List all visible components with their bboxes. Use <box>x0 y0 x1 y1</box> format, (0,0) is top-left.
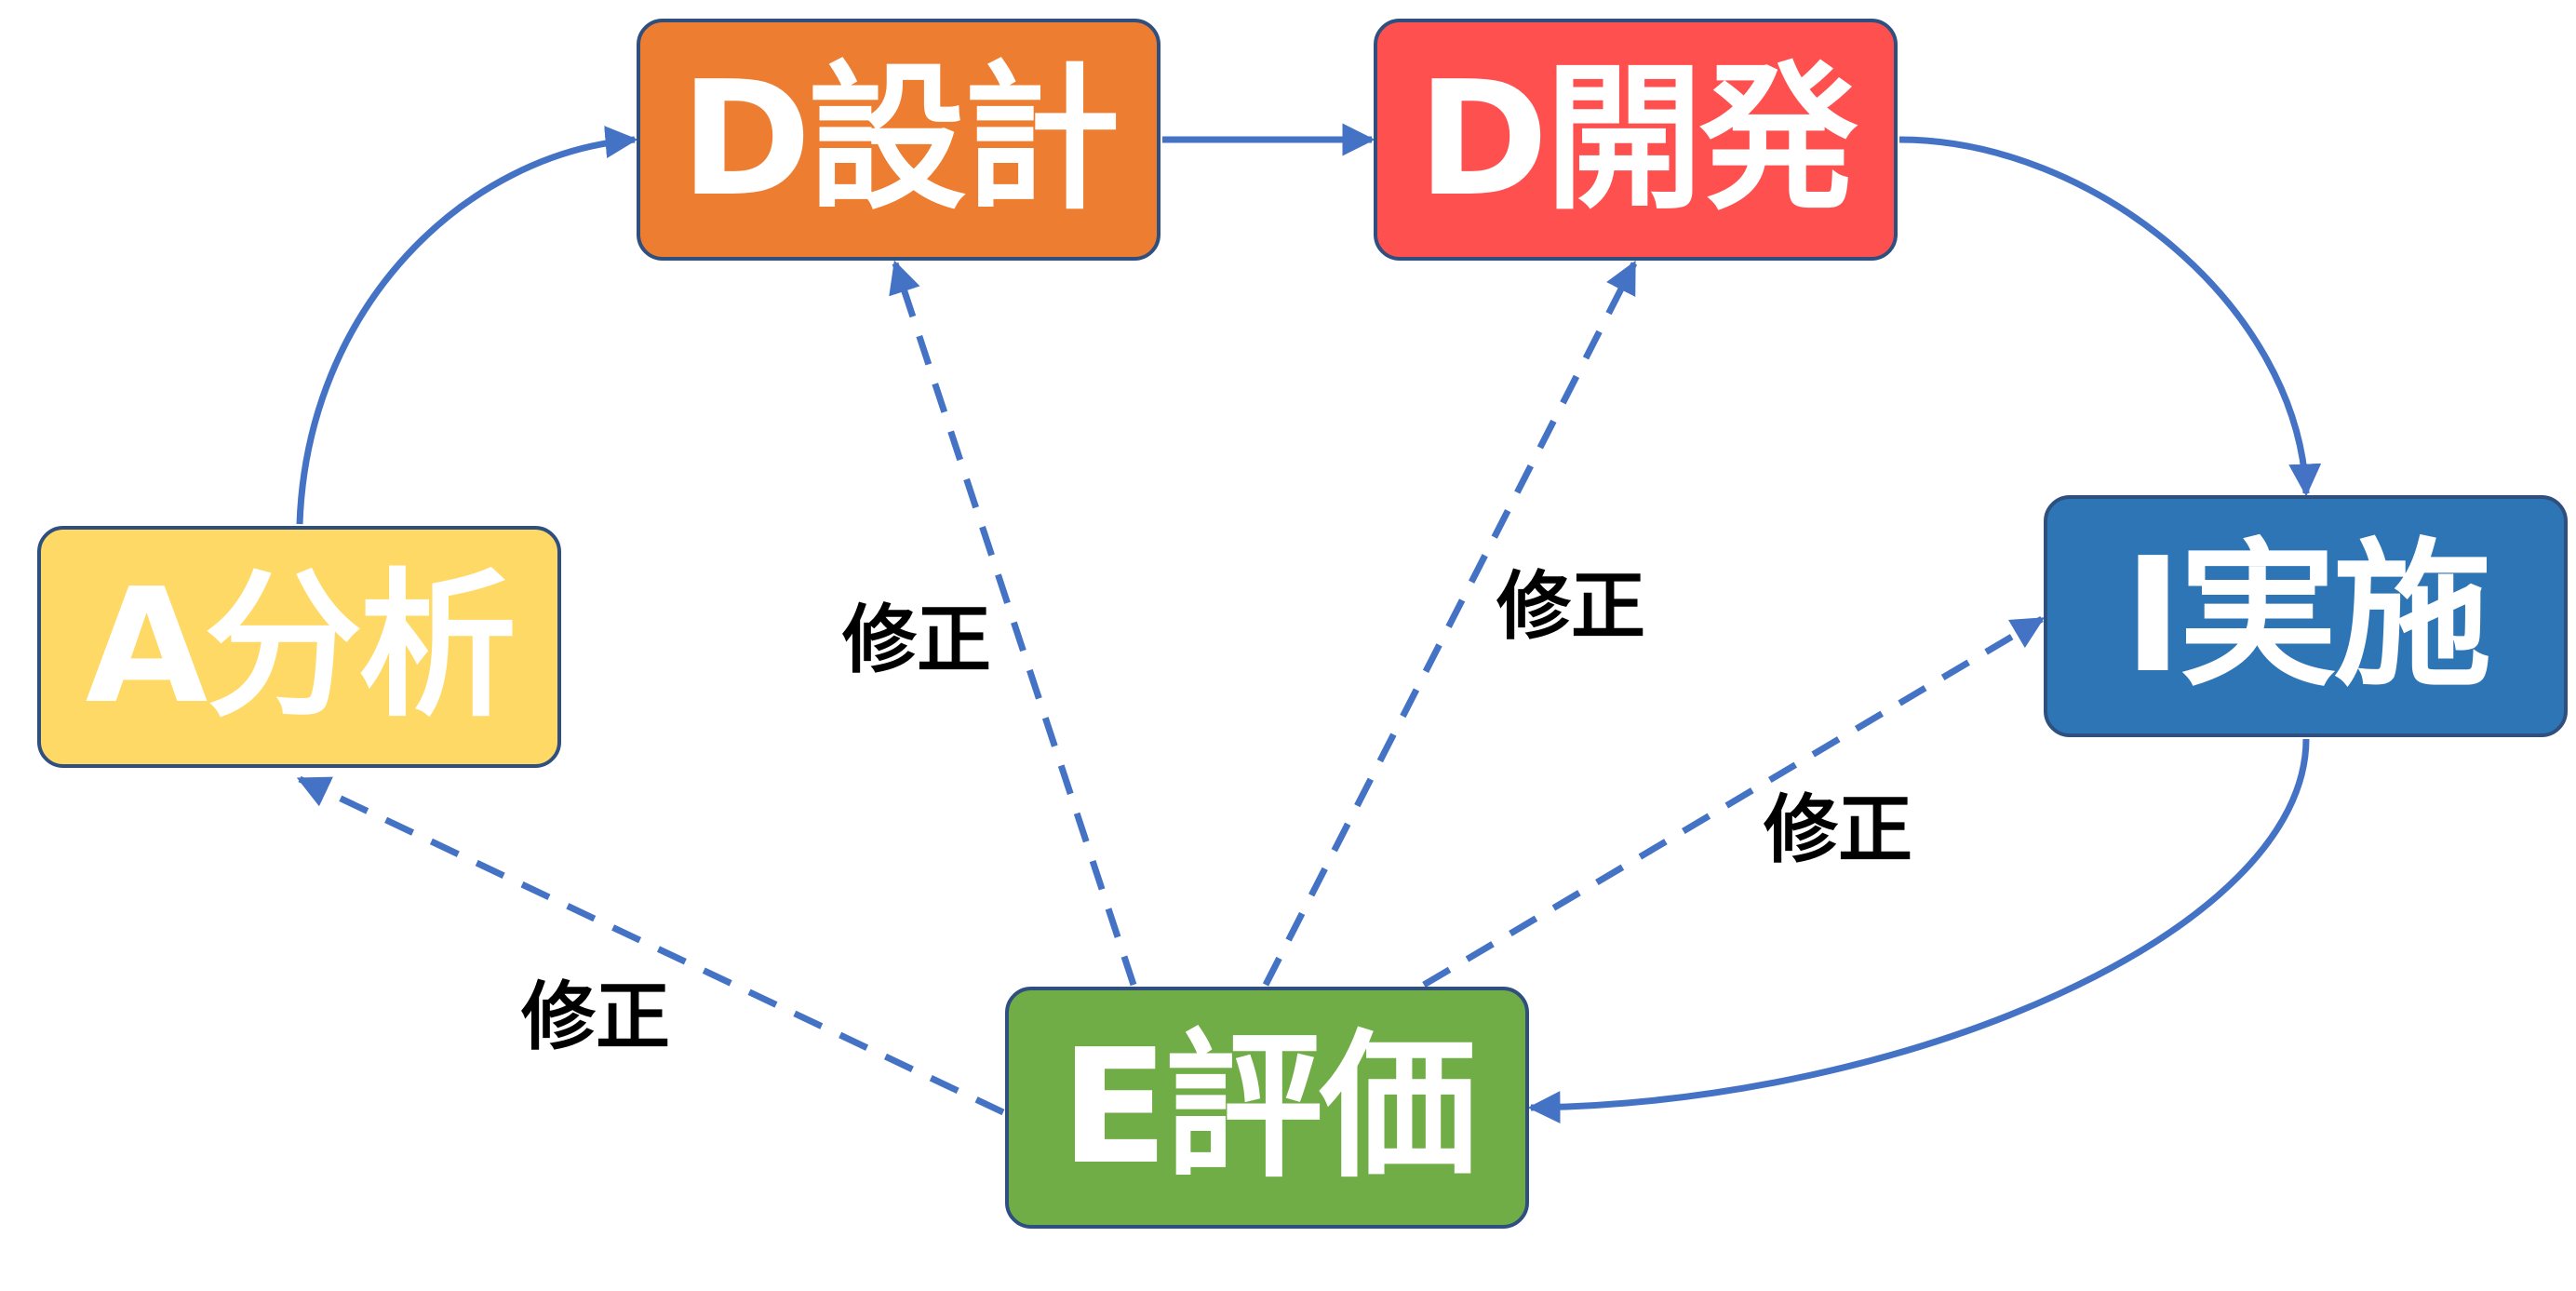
feedback-label-develop: 修正 <box>1496 563 1645 650</box>
arrow-implement-to-evaluate <box>1527 738 2310 1124</box>
feedback-label-implement: 修正 <box>1764 787 1912 873</box>
feedback-arrow-to-develop <box>1262 260 1638 987</box>
node-develop: D開発 <box>1374 19 1898 261</box>
node-implement-label: I実施 <box>2123 524 2491 708</box>
node-implement: I実施 <box>2044 495 2568 737</box>
node-analyze-label: A分析 <box>85 555 517 739</box>
feedback-label-analyze: 修正 <box>521 974 670 1060</box>
node-evaluate-label: E評価 <box>1060 1015 1477 1200</box>
arrow-analyze-to-design <box>296 126 638 525</box>
feedback-arrow-to-design <box>889 260 1137 987</box>
node-design: D設計 <box>637 19 1161 261</box>
node-design-label: D設計 <box>679 47 1120 232</box>
node-analyze: A分析 <box>37 526 561 768</box>
node-develop-label: D開発 <box>1416 47 1858 232</box>
feedback-arrow-to-analyze <box>296 775 1005 1116</box>
arrow-develop-to-implement <box>1898 136 2322 497</box>
feedback-arrow-to-implement <box>1422 615 2046 988</box>
feedback-label-design: 修正 <box>842 597 991 683</box>
node-evaluate: E評価 <box>1005 987 1529 1229</box>
